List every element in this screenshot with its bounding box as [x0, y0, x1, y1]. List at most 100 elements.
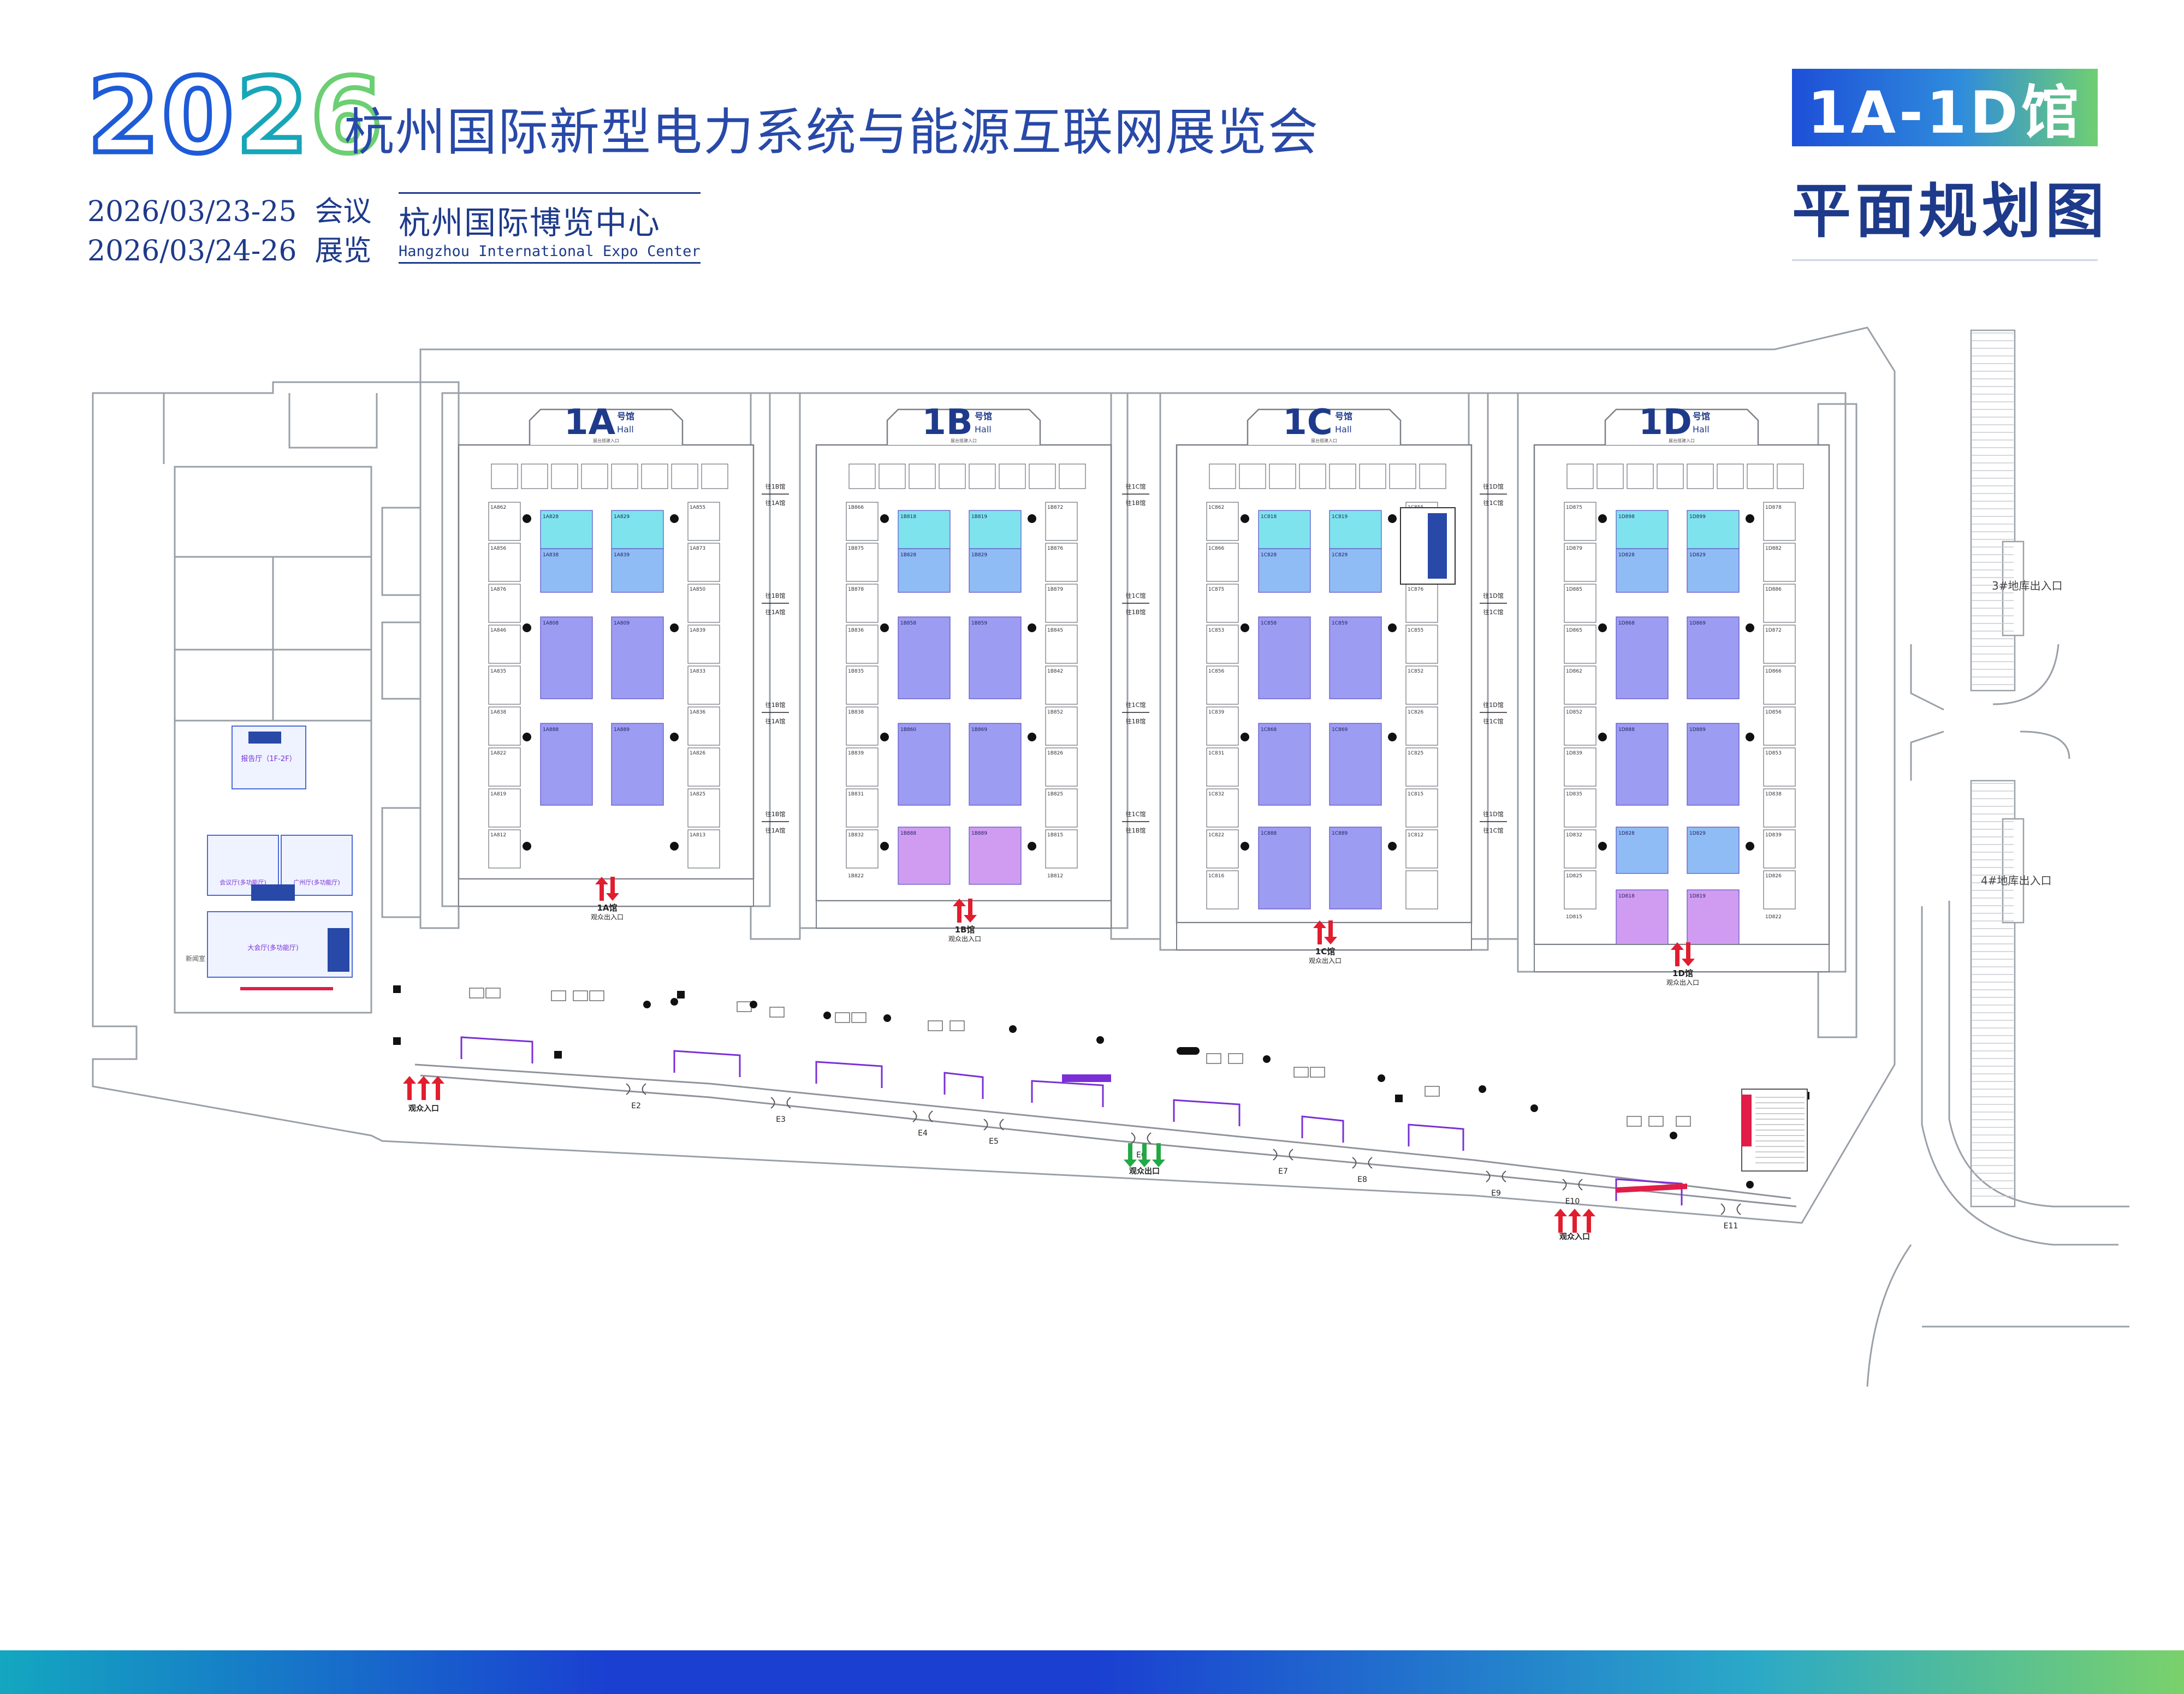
island-booth — [1329, 723, 1382, 806]
transfer-label: 往1C馆 — [1126, 483, 1146, 490]
side-booth-label: 1B866 — [848, 505, 864, 510]
hall-bottom-strip — [816, 900, 1112, 929]
small-booth — [1777, 463, 1804, 489]
island-booth-label: 1C869 — [1332, 727, 1348, 733]
island-booth-label: 1D818 — [1618, 894, 1635, 899]
venue-name-en: Hangzhou International Expo Center — [399, 243, 701, 260]
island-booth — [1258, 510, 1311, 549]
side-booth-label: 1D832 — [1566, 833, 1582, 838]
transfer-label: 往1C馆 — [1126, 592, 1146, 599]
hall-exit-sub: 观众出入口 — [948, 935, 981, 943]
island-booth — [898, 510, 951, 549]
pillar — [1241, 842, 1249, 851]
side-booth-label: 1B875 — [848, 546, 864, 551]
side-booth — [846, 829, 879, 869]
promenade-booth — [737, 1001, 752, 1012]
side-booth-label: 1D886 — [1765, 587, 1782, 592]
gate-doors — [1486, 1170, 1506, 1182]
island-booth-label: 1D888 — [1618, 727, 1635, 733]
entrance-arrow — [1554, 1209, 1567, 1233]
island-booth-label: 1B859 — [971, 621, 987, 626]
hall-suffix: 号馆 — [1693, 411, 1710, 421]
event-dates: 2026/03/23-25 会议 2026/03/24-26 展览 — [87, 192, 372, 271]
island-booth-label: 1D899 — [1689, 514, 1706, 520]
transfer-label: 往1D馆 — [1483, 592, 1503, 599]
island-booth — [1329, 827, 1382, 910]
gate-label: E2 — [631, 1102, 641, 1110]
island-booth-label: 1A839 — [614, 552, 630, 558]
side-booth-label: 1D879 — [1566, 546, 1582, 551]
island-booth-label: 1B829 — [971, 552, 987, 558]
island-booth — [1616, 827, 1669, 874]
pillar — [670, 623, 679, 632]
side-booth — [1564, 625, 1597, 664]
pillar — [523, 733, 531, 741]
entrance-arrow — [431, 1076, 444, 1100]
side-booth-label: 1C876 — [1408, 587, 1423, 592]
side-booth-label: 1A833 — [690, 669, 705, 674]
side-booth-label: 1B831 — [848, 792, 864, 797]
side-booth — [1045, 584, 1078, 623]
pillar — [1241, 514, 1249, 523]
island-booth-label: 1A829 — [614, 514, 630, 520]
side-booth — [687, 829, 720, 869]
small-booth — [1566, 463, 1594, 489]
pillar — [1598, 623, 1607, 632]
hall-exit-sub: 观众出入口 — [591, 913, 624, 921]
promenade-purple-banner — [1062, 1074, 1111, 1082]
side-booth — [1405, 706, 1438, 746]
island-booth-label: 1A809 — [614, 621, 630, 626]
side-booth-label: 1B836 — [848, 628, 864, 633]
side-booth — [1564, 543, 1597, 582]
pillar — [670, 733, 679, 741]
side-booth-label: 1C831 — [1208, 751, 1224, 756]
side-booth-label: 1B812 — [1047, 873, 1063, 879]
west-conference-building — [174, 466, 372, 1014]
pillar — [1746, 623, 1754, 632]
restroom-icon — [393, 1037, 401, 1045]
ramp-4 — [1970, 780, 2016, 1208]
side-booth — [1045, 829, 1078, 869]
small-booth — [491, 463, 518, 489]
promenade-booth — [1310, 1067, 1325, 1078]
island-booth — [969, 548, 1022, 593]
island-booth-label: 1D828 — [1618, 552, 1635, 558]
transfer-label: 往1D馆 — [1483, 810, 1503, 818]
gate-label: E4 — [918, 1129, 928, 1138]
side-booth-label: 1C832 — [1208, 792, 1224, 797]
pillar — [1388, 733, 1397, 741]
side-booth — [1405, 829, 1438, 869]
hall-exit-label: 1D馆 — [1672, 968, 1693, 978]
gate-label: E9 — [1491, 1189, 1501, 1198]
island-booth — [1687, 827, 1740, 874]
hall-badge: 1A-1D馆 — [1792, 69, 2098, 146]
small-booth — [581, 463, 608, 489]
entrance-arrow — [1568, 1209, 1581, 1233]
parking-4-ramp-box — [2002, 818, 2025, 924]
transfer-label: 往1D馆 — [1483, 701, 1503, 709]
side-booth-label: 1D815 — [1566, 914, 1582, 920]
side-booth-label: 1A855 — [690, 505, 705, 510]
pillar — [670, 842, 679, 851]
side-booth-label: 1C856 — [1208, 669, 1224, 674]
title-underline — [1792, 259, 2098, 261]
island-booth-label: 1B818 — [900, 514, 916, 520]
island-booth — [540, 723, 593, 806]
side-booth — [1763, 665, 1796, 705]
island-booth — [1616, 889, 1669, 950]
promenade-stage — [460, 1036, 533, 1063]
exhibition-date: 2026/03/24-26 — [87, 235, 297, 268]
promenade-stage — [815, 1061, 883, 1088]
conference-label: 会议 — [314, 195, 372, 228]
promenade-booth — [835, 1012, 850, 1023]
plan-title: 平面规划图 — [1792, 177, 2109, 246]
island-booth — [1616, 510, 1669, 549]
island-booth — [540, 548, 593, 593]
side-booth-label: 1A850 — [690, 587, 705, 592]
island-booth-label: 1D819 — [1689, 894, 1706, 899]
side-booth-label: 1D866 — [1765, 669, 1782, 674]
transfer-label: 往1A馆 — [765, 499, 786, 507]
side-booth — [1564, 665, 1597, 705]
pillar — [523, 514, 531, 523]
parking-3-label: 3#地库出入口 — [1992, 579, 2062, 592]
